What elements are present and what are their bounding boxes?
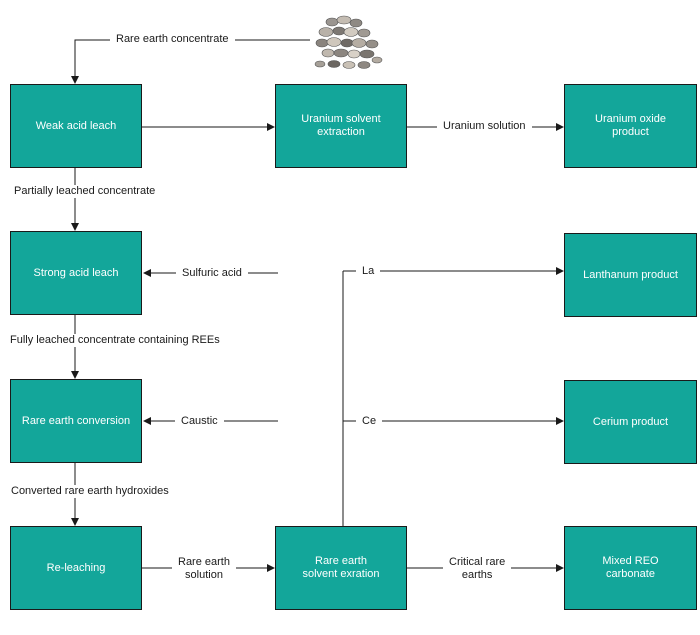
label-rare-earth-concentrate: Rare earth concentrate	[110, 33, 235, 46]
label-rare-earth-solution: Rare earth solution	[172, 556, 236, 582]
rare-earth-conversion-box: Rare earth conversion	[10, 379, 142, 463]
cerium-product-box: Cerium product	[564, 380, 697, 464]
uranium-oxide-product-box: Uranium oxide product	[564, 84, 697, 168]
weak-acid-leach-box: Weak acid leach	[10, 84, 142, 168]
label-caustic: Caustic	[175, 415, 224, 428]
label-fully-leached-concentrate: Fully leached concentrate containing REE…	[6, 334, 224, 347]
rare-earth-solvent-extraction-box: Rare earth solvent exration	[275, 526, 407, 610]
label-uranium-solution: Uranium solution	[437, 120, 532, 133]
uranium-solvent-extraction-box: Uranium solvent extraction	[275, 84, 407, 168]
label-partially-leached-concentrate: Partially leached concentrate	[10, 185, 160, 198]
re-leaching-box: Re-leaching	[10, 526, 142, 610]
label-la: La	[356, 265, 381, 278]
rock-pile-icon	[314, 15, 383, 69]
label-ce: Ce	[356, 415, 383, 428]
label-converted-rare-earth-hydroxides: Converted rare earth hydroxides	[7, 485, 173, 498]
lanthanum-product-box: Lanthanum product	[564, 233, 697, 317]
label-critical-rare-earths: Critical rare earths	[443, 556, 512, 582]
label-sulfuric-acid: Sulfuric acid	[176, 267, 248, 280]
arrow-concentrate-to-weak-leach	[71, 39, 310, 84]
mixed-reo-carbonate-box: Mixed REO carbonate	[564, 526, 697, 610]
strong-acid-leach-box: Strong acid leach	[10, 231, 142, 315]
